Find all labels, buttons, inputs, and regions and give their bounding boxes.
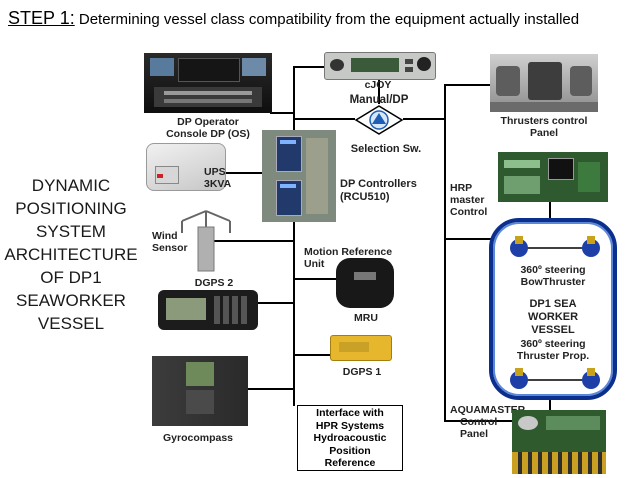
steering-thruster-icon — [510, 368, 600, 389]
dp-operator-label-line2: Console DP (OS) — [166, 128, 250, 140]
aquamaster-label-line3: Panel — [460, 428, 489, 440]
steering-thruster-label-line2: Thruster Prop. — [516, 350, 590, 362]
thrusters-control-panel-image — [490, 54, 598, 112]
interface-line: Hydroacoustic — [313, 432, 387, 444]
dgps2-link-line — [258, 302, 294, 304]
os-link-line — [270, 112, 295, 114]
hrp-label-line1: HRP — [450, 182, 473, 194]
cjoy-image — [324, 52, 436, 80]
gyrocompass-label: Gyrocompass — [162, 432, 234, 444]
dp-operator-label: DP Operator Console DP (OS) — [144, 116, 272, 140]
steering-thruster-label: 360º steering Thruster Prop. — [495, 338, 611, 362]
aqua-link-line — [444, 420, 514, 422]
interface-line: Reference — [324, 457, 376, 469]
selection-switch-label: Selection Sw. — [350, 143, 422, 155]
vessel-name-line3: VESSEL — [531, 324, 575, 336]
cjoy-drop-line — [378, 76, 380, 104]
gyro-link-line — [248, 388, 294, 390]
bow-thruster-label-line2: BowThruster — [520, 276, 586, 288]
dp-controllers-label-line1: DP Controllers — [340, 178, 417, 190]
interface-line: Interface with — [316, 407, 384, 419]
title-text: Determining vessel class compatibility f… — [74, 11, 580, 28]
dgps1-label: DGPS 1 — [342, 366, 382, 378]
mru-link-line — [294, 278, 336, 280]
vessel-name-label: DP1 SEA WORKER VESSEL — [495, 298, 611, 337]
wind-sensor-label: Wind Sensor — [152, 230, 198, 254]
hrp-master-control-image — [498, 152, 608, 202]
bow-thruster-icon — [510, 236, 600, 257]
wind-sensor-image — [181, 210, 231, 272]
architecture-line: ARCHITECTURE — [4, 245, 138, 264]
mru-image — [336, 258, 394, 308]
aquamaster-label-line1: AQUAMASTER — [450, 404, 526, 416]
vessel-name-line2: WORKER — [527, 311, 579, 323]
hrp-drop-line — [549, 200, 551, 220]
thrusters-control-label: Thrusters control Panel — [488, 115, 600, 139]
dp-operator-label-line1: DP Operator — [177, 116, 239, 128]
architecture-line: POSITIONING — [15, 199, 127, 218]
dgps2-image — [158, 290, 258, 330]
ups-label-line2: 3KVA — [204, 178, 232, 190]
hrp-link-line — [444, 238, 500, 240]
architecture-caption: DYNAMIC POSITIONING SYSTEM ARCHITECTURE … — [2, 174, 140, 335]
motion-reference-label-line1: Motion Reference — [304, 246, 393, 258]
dgps2-label: DGPS 2 — [194, 277, 234, 289]
mru-label: MRU — [354, 312, 378, 324]
dp-controllers-image — [262, 130, 336, 222]
architecture-line: DYNAMIC — [31, 176, 111, 195]
dp-controllers-label-line2: (RCU510) — [340, 191, 390, 203]
thrusters-control-label-line2: Panel — [529, 127, 558, 139]
aquamaster-label: AQUAMASTER Control Panel — [450, 404, 550, 440]
architecture-line: OF DP1 — [40, 268, 102, 287]
cjoy-label: cJOY — [364, 79, 392, 91]
interface-link-line — [293, 388, 295, 406]
dp-controllers-label: DP Controllers (RCU510) — [340, 178, 440, 204]
main-bus-line — [293, 66, 295, 390]
aquamaster-panel-image — [512, 410, 606, 474]
bow-thruster-label: 360º steering BowThruster — [495, 264, 611, 288]
ups-link-line — [222, 172, 262, 174]
vessel-name-line1: DP1 SEA — [529, 298, 577, 310]
thrusters-link-line — [444, 84, 490, 86]
manual-dp-label: Manual/DP — [349, 94, 409, 106]
interface-line: HPR Systems — [315, 419, 385, 432]
interface-line: Position — [329, 444, 371, 457]
motion-reference-label-line2: Unit — [304, 258, 325, 270]
ups-image — [146, 143, 226, 191]
gyrocompass-image — [152, 356, 248, 426]
selection-left-line — [293, 118, 355, 120]
steering-thruster-label-line1: 360º steering — [520, 338, 586, 350]
architecture-line: SYSTEM — [36, 222, 106, 241]
wind-sensor-label-line1: Wind — [152, 230, 178, 242]
hrp-label-line2: master — [450, 194, 485, 206]
aquamaster-label-line2: Control — [460, 416, 498, 428]
step-label: STEP 1: — [8, 8, 75, 28]
page-title: STEP 1: Determining vessel class compati… — [8, 8, 579, 29]
bow-thruster-label-line1: 360º steering — [520, 264, 586, 276]
wind-sensor-label-line2: Sensor — [152, 242, 188, 254]
top-link-line — [293, 66, 324, 68]
dgps1-image — [330, 335, 392, 361]
architecture-line: SEAWORKER — [16, 291, 126, 310]
hrp-label: HRP master Control — [450, 182, 500, 218]
ups-label: UPS 3KVA — [204, 166, 248, 190]
hrp-label-line3: Control — [450, 206, 488, 218]
motion-reference-label: Motion Reference Unit — [304, 246, 414, 270]
dgps1-link-line — [294, 354, 330, 356]
right-bus-line — [444, 84, 446, 422]
interface-hpr-box: Interface with HPR Systems Hydroacoustic… — [297, 405, 403, 471]
wind-link-line — [198, 240, 294, 242]
selection-switch-icon — [354, 105, 404, 135]
selection-right-line — [403, 118, 445, 120]
aqua-drop-line — [549, 398, 551, 410]
dp-operator-console-image — [144, 53, 272, 113]
architecture-line: VESSEL — [37, 314, 105, 333]
ups-label-line1: UPS — [204, 166, 226, 178]
thrusters-control-label-line1: Thrusters control — [500, 115, 588, 127]
